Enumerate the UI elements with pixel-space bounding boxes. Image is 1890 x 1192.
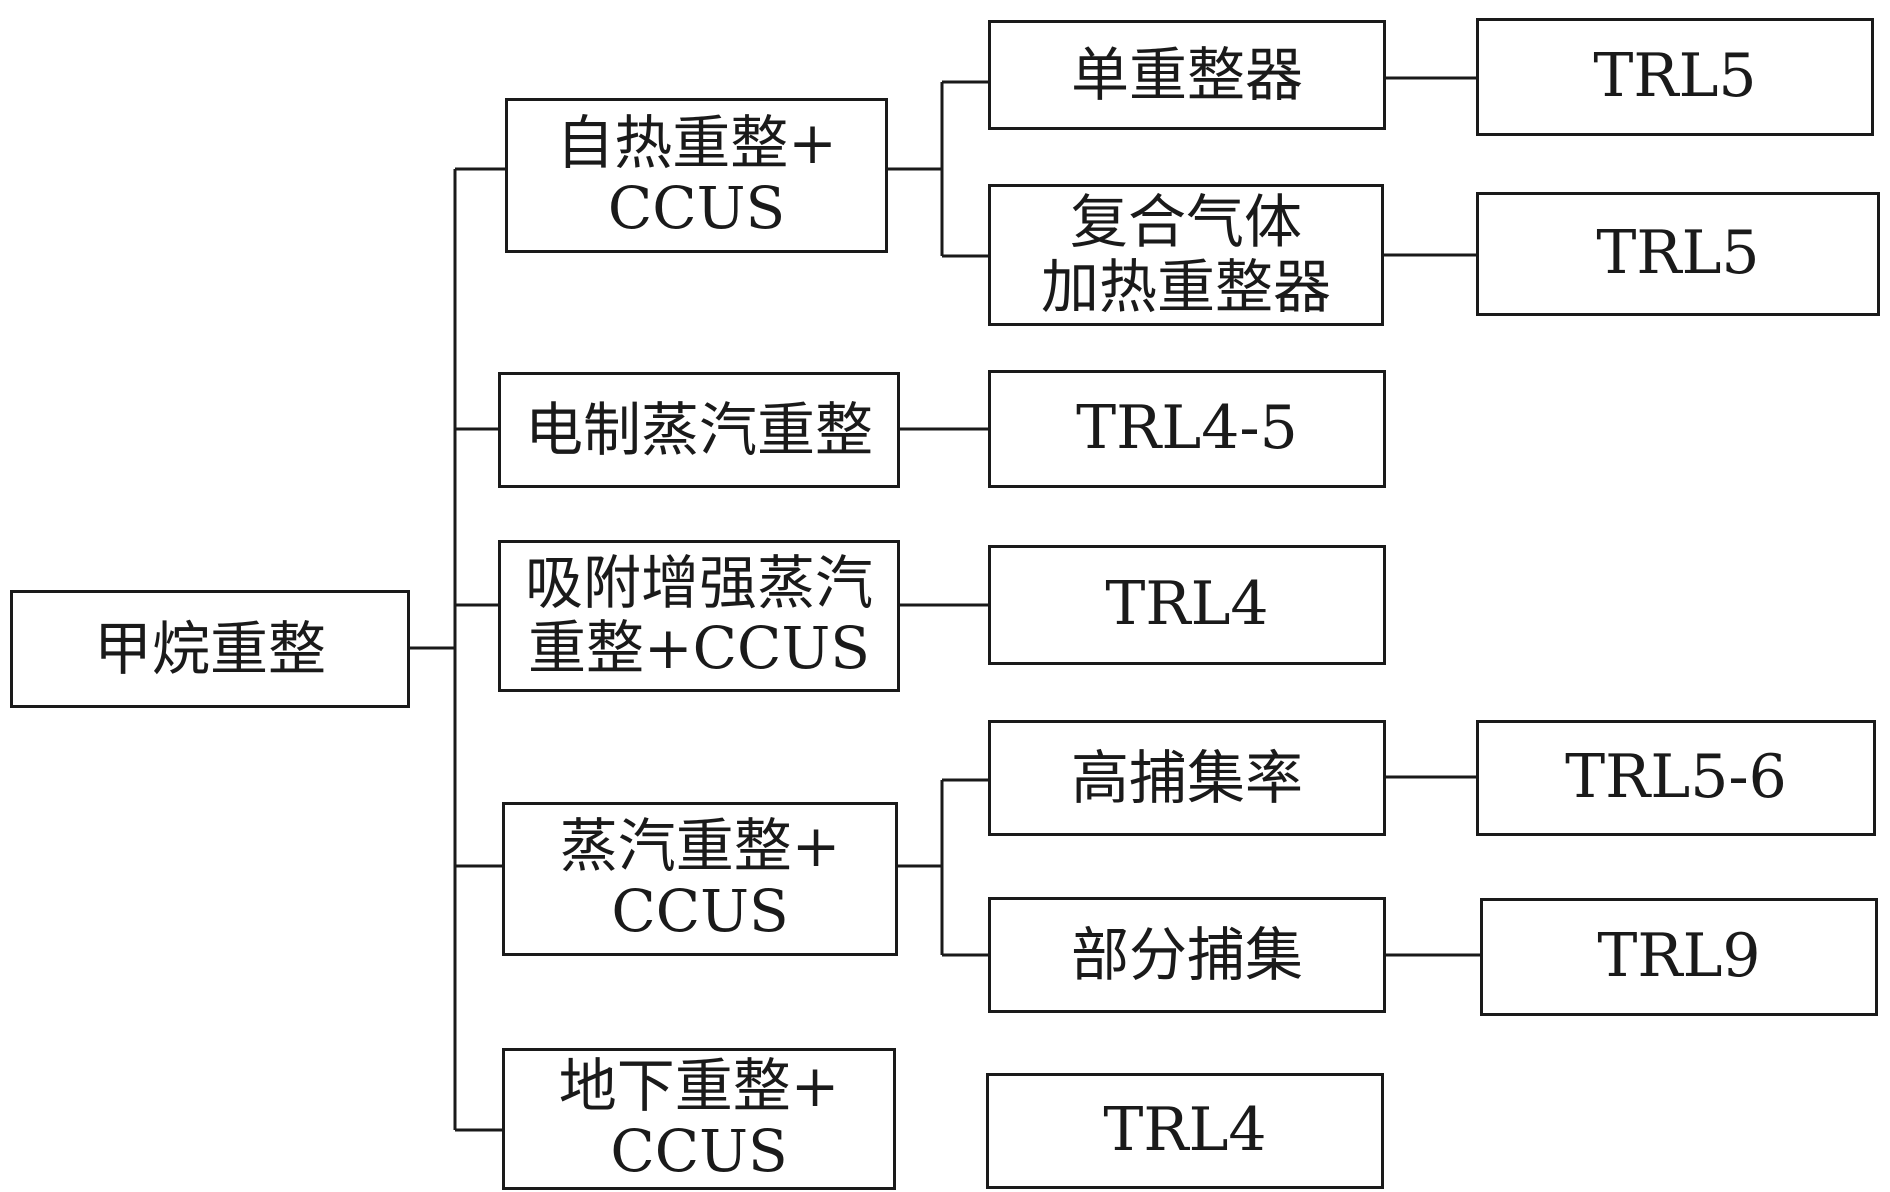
trl-partial-capture: TRL9 <box>1480 898 1878 1016</box>
high-capture-label: 高捕集率 <box>1070 743 1303 812</box>
trl-electric-steam: TRL4-5 <box>988 370 1386 488</box>
trl-sorption-enhanced: TRL4 <box>988 545 1386 665</box>
composite-gas-heated-reformer-node: 复合气体 加热重整器 <box>988 184 1384 326</box>
composite-label-line1: 复合气体 <box>1069 188 1302 257</box>
trl-high-capture-label: TRL5-6 <box>1565 742 1787 813</box>
trl-underground-label: TRL4 <box>1103 1095 1267 1166</box>
steam-label-line2: CCUS <box>611 877 789 945</box>
sorption-enhanced-reforming-node: 吸附增强蒸汽 重整+CCUS <box>498 540 900 692</box>
trl-high-capture: TRL5-6 <box>1476 720 1876 836</box>
trl-single-reformer: TRL5 <box>1476 18 1874 136</box>
sorption-label-line2: 重整+CCUS <box>528 614 870 682</box>
autothermal-label-line2: CCUS <box>607 173 786 242</box>
high-capture-node: 高捕集率 <box>988 720 1386 836</box>
autothermal-label-line1: 自热重整+ <box>556 108 837 177</box>
autothermal-reforming-node: 自热重整+ CCUS <box>505 98 888 253</box>
single-reformer-node: 单重整器 <box>988 20 1386 130</box>
single-reformer-label: 单重整器 <box>1070 40 1303 109</box>
steam-label-line1: 蒸汽重整+ <box>559 812 841 881</box>
root-label: 甲烷重整 <box>93 614 326 683</box>
partial-capture-label: 部分捕集 <box>1070 920 1303 989</box>
trl-composite-label: TRL5 <box>1596 218 1760 289</box>
trl-single-reformer-label: TRL5 <box>1593 41 1757 112</box>
trl-electric-steam-label: TRL4-5 <box>1076 393 1298 464</box>
sorption-label-line1: 吸附增强蒸汽 <box>524 549 873 618</box>
trl-underground: TRL4 <box>986 1073 1384 1189</box>
underground-label-line2: CCUS <box>610 1117 788 1185</box>
electric-steam-label: 电制蒸汽重整 <box>524 395 873 464</box>
composite-label-line2: 加热重整器 <box>1040 253 1331 321</box>
trl-sorption-label: TRL4 <box>1105 569 1269 640</box>
electric-steam-reforming-node: 电制蒸汽重整 <box>498 372 900 488</box>
root-node: 甲烷重整 <box>10 590 410 708</box>
steam-reforming-node: 蒸汽重整+ CCUS <box>502 802 898 956</box>
partial-capture-node: 部分捕集 <box>988 897 1386 1013</box>
trl-composite-gas-heated: TRL5 <box>1476 192 1880 316</box>
underground-reforming-node: 地下重整+ CCUS <box>502 1048 896 1190</box>
underground-label-line1: 地下重整+ <box>558 1052 840 1121</box>
trl-partial-capture-label: TRL9 <box>1597 921 1761 992</box>
